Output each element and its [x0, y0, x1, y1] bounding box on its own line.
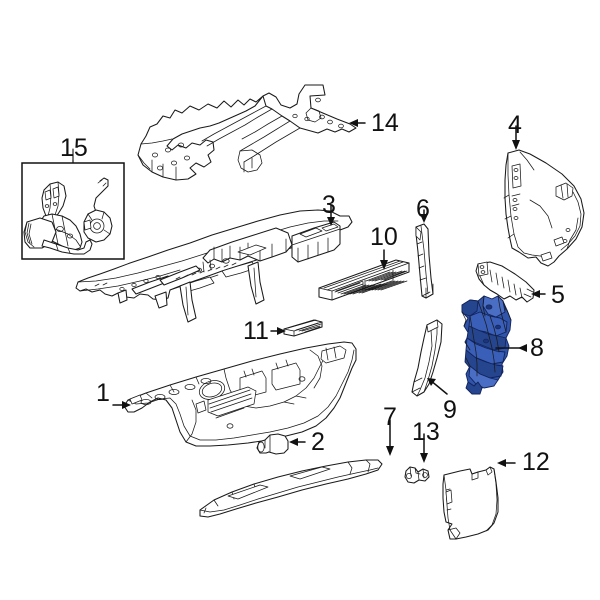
part-2-grommet-plug[interactable]: [256, 433, 289, 455]
leader-12: [497, 459, 516, 467]
part-1-instrument-panel-lower-reinforcement-beam[interactable]: [123, 341, 357, 447]
leader-11: [270, 327, 286, 335]
callout-5[interactable]: 5: [551, 281, 565, 309]
part-15-inset[interactable]: [21, 162, 125, 260]
callout-10[interactable]: 10: [370, 223, 398, 251]
part-10-vent-duct-grille-panel[interactable]: [318, 259, 410, 301]
part-8-center-support-bracket-highlighted[interactable]: [461, 295, 512, 395]
leader-9: [427, 378, 448, 395]
callout-15[interactable]: 15: [60, 134, 88, 162]
callout-14[interactable]: 14: [371, 109, 399, 137]
callout-12[interactable]: 12: [522, 448, 550, 476]
callout-13[interactable]: 13: [412, 418, 440, 446]
callout-6[interactable]: 6: [416, 195, 430, 223]
part-3-instrument-panel-upper-crossmember[interactable]: [75, 209, 353, 323]
part-11-small-vent-grille[interactable]: [283, 319, 323, 337]
part-9-inner-reinforcement-brace[interactable]: [411, 319, 443, 397]
leader-3: [327, 204, 335, 226]
callout-11[interactable]: 11: [243, 317, 269, 345]
part-15-hood-latch-release-assembly[interactable]: [23, 177, 113, 255]
part-12-side-cover-trim-panel[interactable]: [442, 466, 499, 540]
callout-8[interactable]: 8: [530, 334, 544, 362]
leader-13: [420, 433, 428, 463]
leader-14: [349, 119, 366, 127]
leader-7: [386, 419, 394, 456]
callout-4[interactable]: 4: [508, 111, 522, 139]
callout-1[interactable]: 1: [96, 379, 110, 407]
leader-5: [531, 290, 546, 298]
leader-6: [420, 209, 428, 223]
part-13-retainer-clip[interactable]: [404, 466, 430, 484]
part-4-right-cowl-side-panel[interactable]: [503, 149, 585, 267]
callout-3[interactable]: 3: [322, 191, 336, 219]
callout-7[interactable]: 7: [383, 403, 397, 431]
callout-9[interactable]: 9: [443, 396, 457, 424]
leader-4: [512, 125, 520, 150]
leader-1: [112, 401, 131, 409]
part-5-side-mounting-bracket[interactable]: [475, 261, 535, 303]
leader-2: [289, 438, 306, 446]
leader-8: [495, 344, 527, 352]
part-14-steering-column-support-crossmember[interactable]: [137, 84, 357, 181]
leader-10: [380, 249, 388, 270]
callout-2[interactable]: 2: [311, 428, 325, 456]
part-7-lower-trim-molding-strip[interactable]: [199, 459, 383, 518]
part-6-vertical-support-brace[interactable]: [415, 223, 434, 299]
